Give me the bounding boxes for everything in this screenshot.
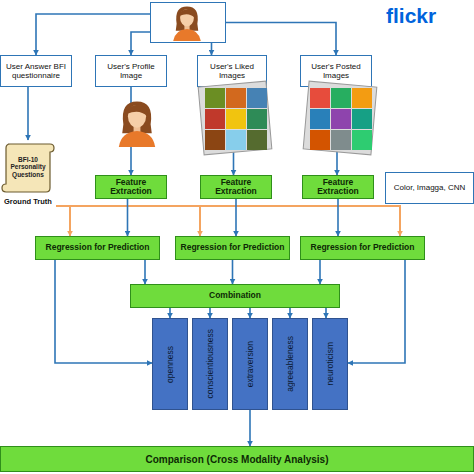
process-box: Combination — [130, 284, 340, 308]
photo-tile — [226, 109, 246, 129]
connector — [127, 199, 129, 236]
node-text: BFI-10 Personality Questions — [0, 140, 56, 194]
trait-bar: extraversion — [232, 318, 268, 410]
node-text: extraversion — [245, 341, 255, 387]
node-text: Feature Extraction — [305, 178, 371, 197]
node-text: Combination — [209, 291, 261, 300]
connector — [348, 260, 405, 363]
photo-tile — [310, 130, 330, 150]
photo-tile — [247, 130, 267, 150]
photo-tile — [247, 88, 267, 108]
note-box: Color, Imagga, CNN — [385, 172, 474, 204]
connector — [337, 199, 339, 236]
photo-tile — [205, 88, 225, 108]
connector — [249, 410, 251, 446]
node-text: User's Posted Images — [303, 62, 369, 80]
photo-tile — [352, 88, 372, 108]
connector — [169, 308, 171, 318]
result-box: Comparison (Cross Modality Analysis) — [0, 446, 474, 472]
photo-tile — [331, 88, 351, 108]
node-subtext: Ground Truth — [4, 197, 52, 206]
trait-bar: conscientiousness — [192, 318, 228, 410]
node-text: User Answer BFI questionnaire — [3, 62, 69, 80]
photo-tile — [310, 88, 330, 108]
photo-tile — [247, 109, 267, 129]
connector — [56, 206, 70, 236]
node-text: Color, Imagga, CNN — [394, 183, 466, 192]
connector — [36, 14, 150, 55]
node-text: Regression for Prediction — [311, 243, 415, 252]
photo-tile — [310, 109, 330, 129]
node-text: Feature Extraction — [98, 178, 164, 197]
connector — [325, 308, 327, 318]
process-box: Regression for Prediction — [300, 236, 425, 260]
connector — [289, 308, 291, 318]
connector — [226, 23, 336, 56]
photo-stack — [303, 81, 377, 155]
photo-tile — [331, 130, 351, 150]
photo-tile — [226, 130, 246, 150]
photo-tile — [205, 109, 225, 129]
connector — [209, 308, 211, 318]
connector — [235, 199, 237, 236]
node-text: Regression for Prediction — [46, 243, 150, 252]
connector — [131, 32, 150, 55]
node-text: Regression for Prediction — [181, 243, 285, 252]
node-text: Feature Extraction — [203, 178, 269, 197]
connector — [130, 87, 132, 175]
node-text: conscientiousness — [205, 329, 215, 398]
process-box: Feature Extraction — [200, 175, 272, 199]
node-text: Comparison (Cross Modality Analysis) — [146, 454, 329, 465]
process-box: Regression for Prediction — [35, 236, 160, 260]
connector — [211, 43, 213, 55]
connector — [319, 260, 321, 284]
logo-text: flickr — [386, 4, 436, 28]
process-box: Regression for Prediction — [175, 236, 290, 260]
connector — [56, 206, 400, 236]
source-box: User's Posted Images — [300, 55, 372, 87]
photo-stack — [198, 81, 272, 155]
node-text: User's Liked Images — [200, 62, 264, 80]
trait-bar: agreeableness — [272, 318, 308, 410]
connector — [232, 260, 234, 284]
node-text: User's Profile Image — [98, 62, 164, 80]
trait-bar: openness — [152, 318, 188, 410]
connector — [55, 260, 152, 363]
connector — [144, 260, 146, 284]
connector — [27, 87, 29, 140]
node-text: openness — [165, 346, 175, 383]
connector — [233, 87, 235, 175]
trait-bar: neuroticism — [312, 318, 348, 410]
connector — [336, 87, 338, 175]
photo-tile — [205, 130, 225, 150]
connector — [56, 206, 200, 236]
node-text: neuroticism — [325, 342, 335, 385]
source-box: User's Profile Image — [95, 55, 167, 87]
photo-tile — [226, 88, 246, 108]
questionnaire-scroll: BFI-10 Personality QuestionsGround Truth — [0, 140, 56, 210]
source-box: User Answer BFI questionnaire — [0, 55, 72, 87]
source-box: User's Liked Images — [197, 55, 267, 87]
profile-image — [119, 102, 155, 147]
process-box: Feature Extraction — [302, 175, 374, 199]
photo-tile — [331, 109, 351, 129]
photo-tile — [352, 130, 372, 150]
node-text: agreeableness — [285, 336, 295, 392]
photo-tile — [352, 109, 372, 129]
connector — [249, 308, 251, 318]
process-box: Feature Extraction — [95, 175, 167, 199]
user-box — [150, 2, 226, 43]
